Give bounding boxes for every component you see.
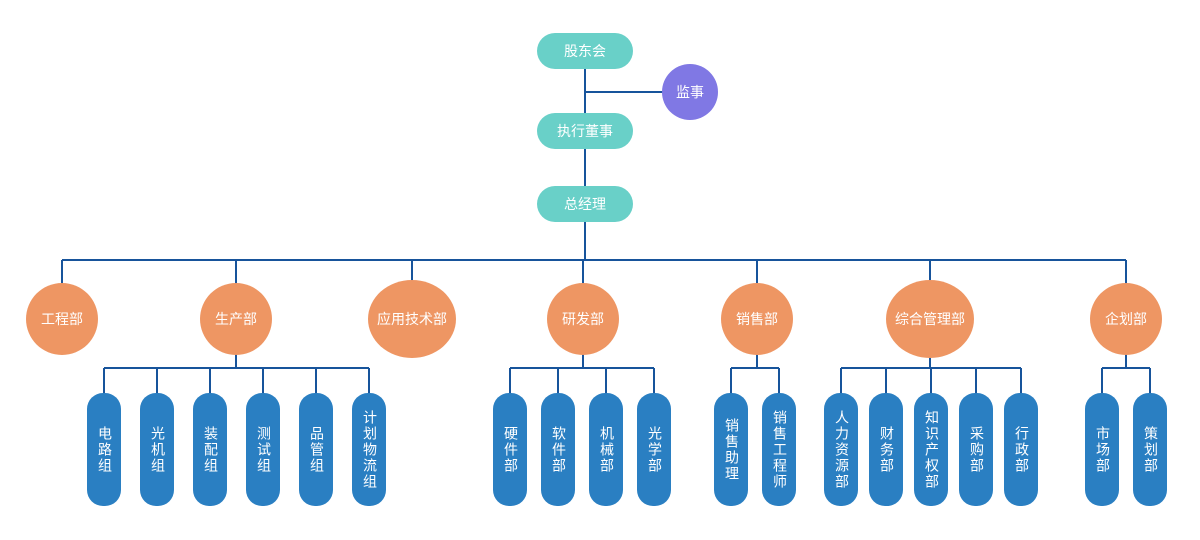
org-node-circuit-group[interactable]: 电路组	[87, 393, 121, 506]
org-node-label: 品管组	[308, 425, 324, 474]
org-node-human-resources-dept[interactable]: 人力资源部	[824, 393, 858, 506]
org-node-administration-dept[interactable]: 行政部	[1004, 393, 1038, 506]
org-node-software-dept[interactable]: 软件部	[541, 393, 575, 506]
org-node-label: 研发部	[562, 312, 604, 328]
org-node-rnd-dept[interactable]: 研发部	[547, 283, 619, 355]
org-node-engineering-dept[interactable]: 工程部	[26, 283, 98, 355]
org-node-finance-dept[interactable]: 财务部	[869, 393, 903, 506]
org-node-production-dept[interactable]: 生产部	[200, 283, 272, 355]
org-node-label: 执行董事	[557, 124, 613, 140]
org-node-assembly-group[interactable]: 装配组	[193, 393, 227, 506]
org-node-label: 装配组	[202, 425, 218, 474]
org-node-label: 硬件部	[502, 425, 518, 474]
org-node-hardware-dept[interactable]: 硬件部	[493, 393, 527, 506]
org-node-label: 应用技术部	[377, 312, 447, 328]
org-node-sales-dept[interactable]: 销售部	[721, 283, 793, 355]
org-node-label: 市场部	[1094, 425, 1110, 474]
org-node-planning-logistics-group[interactable]: 计划物流组	[352, 393, 386, 506]
org-node-label: 机械部	[598, 425, 614, 474]
org-node-procurement-dept[interactable]: 采购部	[959, 393, 993, 506]
org-node-label: 策划部	[1142, 425, 1158, 474]
org-node-general-manager[interactable]: 总经理	[537, 186, 633, 222]
org-node-label: 综合管理部	[895, 312, 965, 328]
org-node-label: 生产部	[215, 312, 257, 328]
org-node-label: 销售工程师	[771, 409, 787, 490]
org-node-mechanical-dept[interactable]: 机械部	[589, 393, 623, 506]
org-node-sales-engineer[interactable]: 销售工程师	[762, 393, 796, 506]
org-node-executive-director[interactable]: 执行董事	[537, 113, 633, 149]
org-node-supervisor[interactable]: 监事	[662, 64, 718, 120]
org-node-strategic-planning-dept[interactable]: 策划部	[1133, 393, 1167, 506]
org-node-quality-control-group[interactable]: 品管组	[299, 393, 333, 506]
org-node-label: 销售部	[736, 312, 778, 328]
org-node-intellectual-property-dept[interactable]: 知识产权部	[914, 393, 948, 506]
org-node-optomechanical-group[interactable]: 光机组	[140, 393, 174, 506]
org-node-label: 企划部	[1105, 312, 1147, 328]
org-node-label: 股东会	[564, 44, 606, 60]
org-node-label: 行政部	[1013, 425, 1029, 474]
org-node-label: 采购部	[968, 425, 984, 474]
org-node-market-dept[interactable]: 市场部	[1085, 393, 1119, 506]
org-node-corporate-planning-dept[interactable]: 企划部	[1090, 283, 1162, 355]
org-node-label: 工程部	[41, 312, 83, 328]
org-node-sales-assistant[interactable]: 销售助理	[714, 393, 748, 506]
org-node-label: 电路组	[96, 425, 112, 474]
org-node-shareholders-meeting[interactable]: 股东会	[537, 33, 633, 69]
org-node-label: 销售助理	[723, 417, 739, 482]
org-node-label: 光机组	[149, 425, 165, 474]
org-node-label: 光学部	[646, 425, 662, 474]
org-node-label: 测试组	[255, 425, 271, 474]
org-node-testing-group[interactable]: 测试组	[246, 393, 280, 506]
org-node-applied-technology-dept[interactable]: 应用技术部	[368, 280, 456, 358]
org-node-label: 财务部	[878, 425, 894, 474]
org-node-label: 知识产权部	[923, 409, 939, 490]
org-node-general-management-dept[interactable]: 综合管理部	[886, 280, 974, 358]
org-node-label: 计划物流组	[361, 409, 377, 490]
org-node-label: 人力资源部	[833, 409, 849, 490]
org-node-label: 总经理	[564, 197, 606, 213]
org-node-optics-dept[interactable]: 光学部	[637, 393, 671, 506]
org-node-label: 监事	[676, 85, 704, 101]
org-node-label: 软件部	[550, 425, 566, 474]
